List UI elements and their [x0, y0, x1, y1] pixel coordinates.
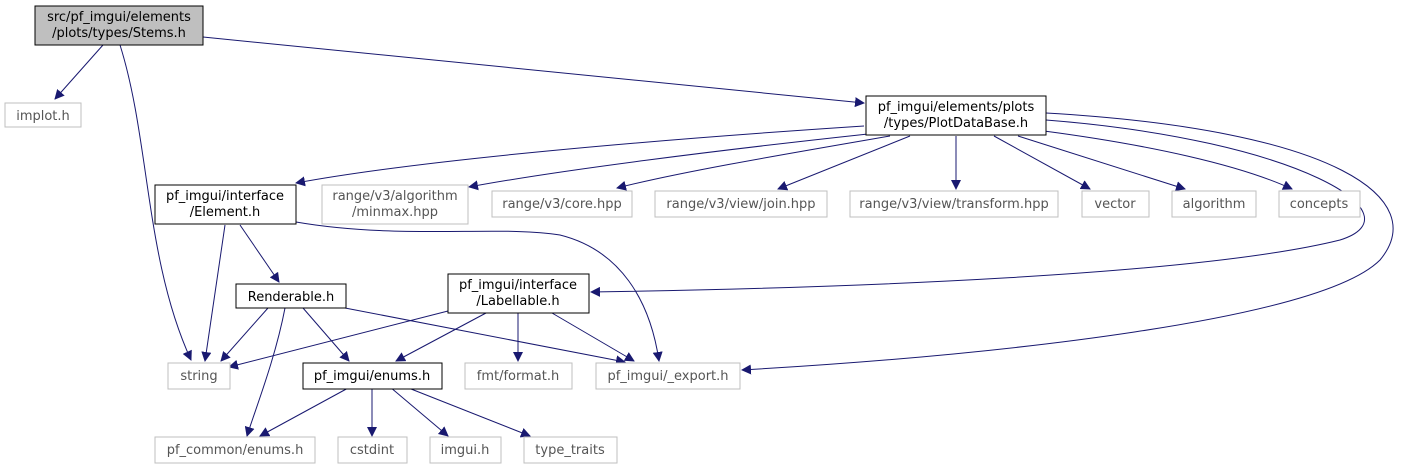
node-label-line: pf_imgui/_export.h — [607, 369, 728, 384]
edge-stems-implot — [54, 44, 104, 100]
edge-renderable-string — [220, 307, 269, 362]
edge-labellable-string — [228, 310, 449, 370]
edge-plotdatabase-core — [616, 135, 891, 191]
node-transform-hpp: range/v3/view/transform.hpp — [849, 190, 1059, 218]
node-label-line: range/v3/view/join.hpp — [666, 197, 815, 212]
node-core-hpp: range/v3/core.hpp — [491, 190, 633, 218]
edge-enums-type-traits — [405, 386, 531, 438]
node-label-line: concepts — [1290, 197, 1349, 212]
node-label-line: fmt/format.h — [477, 369, 559, 384]
node-label-line: range/v3/view/transform.hpp — [859, 197, 1048, 212]
node-label-line: implot.h — [16, 109, 70, 124]
node-minmax-hpp: range/v3/algorithm /minmax.hpp — [321, 184, 469, 225]
node-label-line: pf_common/enums.h — [167, 443, 304, 458]
node-label-line: /types/PlotDataBase.h — [884, 116, 1028, 131]
node-label-line: pf_imgui/elements/plots — [878, 100, 1035, 115]
node-label-line: imgui.h — [441, 443, 490, 458]
node-algorithm: algorithm — [1171, 190, 1257, 218]
node-join-hpp: range/v3/view/join.hpp — [654, 190, 828, 218]
node-type-traits: type_traits — [523, 436, 618, 464]
edge-plotdatabase-vector — [993, 135, 1091, 190]
edge-enums-imgui — [389, 386, 449, 437]
node-label-line: cstdint — [350, 443, 394, 458]
node-implot-h: implot.h — [4, 102, 82, 128]
node-plotdatabase-h[interactable]: pf_imgui/elements/plots /types/PlotDataB… — [865, 95, 1047, 136]
node-label-line: src/pf_imgui/elements — [47, 10, 191, 25]
edge-element-renderable — [239, 224, 280, 283]
node-label-line: type_traits — [535, 443, 605, 458]
node-concepts: concepts — [1278, 190, 1361, 218]
node-label-line: range/v3/algorithm — [332, 189, 457, 204]
node-vector: vector — [1081, 190, 1150, 218]
edge-labellable-enums — [395, 312, 487, 362]
node-stems-h[interactable]: src/pf_imgui/elements /plots/types/Stems… — [34, 5, 204, 46]
edge-enums-common-enums — [259, 386, 351, 437]
edge-stems-string — [119, 44, 192, 361]
node-export-h: pf_imgui/_export.h — [595, 362, 741, 390]
edge-labellable-export — [551, 312, 635, 362]
edge-stems-plotdatabase — [202, 36, 865, 108]
node-string: string — [167, 362, 231, 390]
node-fmt-format-h: fmt/format.h — [464, 362, 573, 390]
edge-plotdatabase-minmax — [468, 133, 869, 191]
node-label-line: algorithm — [1183, 197, 1246, 212]
node-label-line: vector — [1094, 197, 1136, 212]
edge-plotdatabase-concepts — [1043, 130, 1293, 190]
node-label-line: Renderable.h — [248, 290, 334, 305]
node-element-h[interactable]: pf_imgui/interface /Element.h — [154, 184, 297, 225]
node-common-enums-h: pf_common/enums.h — [154, 436, 316, 464]
edge-plotdatabase-export — [741, 112, 1394, 375]
node-enums-h[interactable]: pf_imgui/enums.h — [302, 362, 443, 390]
edge-renderable-common-enums — [244, 307, 286, 437]
node-renderable-h[interactable]: Renderable.h — [235, 283, 347, 309]
node-label-line: pf_imgui/interface — [459, 278, 577, 293]
dependency-nodes: src/pf_imgui/elements /plots/types/Stems… — [4, 5, 1361, 464]
node-label-line: /Element.h — [190, 205, 261, 220]
node-labellable-h[interactable]: pf_imgui/interface /Labellable.h — [447, 273, 590, 314]
node-label-line: string — [180, 369, 217, 384]
node-label-line: /minmax.hpp — [352, 205, 438, 220]
node-label-line: pf_imgui/enums.h — [314, 369, 430, 384]
node-cstdint: cstdint — [337, 436, 408, 464]
node-label-line: pf_imgui/interface — [166, 189, 284, 204]
edge-plotdatabase-labellable — [590, 119, 1365, 297]
edge-renderable-export — [344, 307, 626, 366]
edge-plotdatabase-element — [295, 125, 865, 187]
edge-element-export — [295, 221, 663, 362]
node-imgui-h: imgui.h — [429, 436, 502, 464]
edge-renderable-enums — [302, 307, 350, 362]
node-label-line: /Labellable.h — [476, 294, 559, 309]
edge-element-string — [201, 224, 226, 362]
node-label-line: /plots/types/Stems.h — [52, 26, 186, 41]
edge-plotdatabase-join — [777, 135, 911, 191]
dependency-edges — [54, 36, 1394, 438]
node-label-line: range/v3/core.hpp — [502, 197, 622, 212]
edge-plotdatabase-algorithm — [1017, 135, 1186, 192]
